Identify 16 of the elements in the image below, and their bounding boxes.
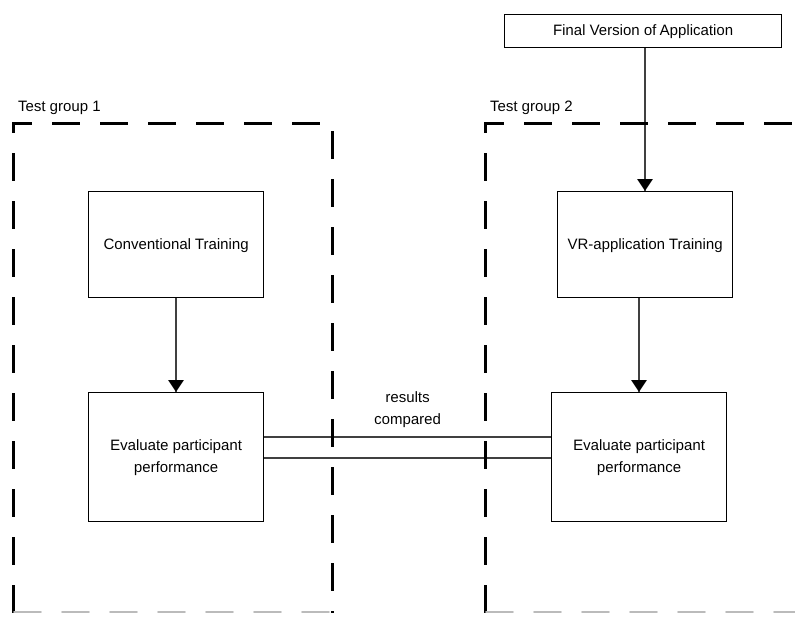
group-label: Test group 2: [490, 97, 573, 117]
process-box: [504, 14, 782, 48]
arrow: [637, 48, 653, 191]
process-box: [551, 392, 727, 522]
connector-line: [263, 436, 552, 459]
box-text: Final Version of Application: [552, 21, 734, 41]
arrow: [631, 298, 647, 392]
box-text: Evaluate participant performance: [109, 436, 243, 478]
group-label: Test group 1: [18, 97, 101, 117]
process-box: [88, 191, 264, 298]
box-text: VR-application Training: [567, 234, 723, 254]
process-box: [88, 392, 264, 522]
box-text: Evaluate participant performance: [572, 436, 706, 478]
arrow: [168, 298, 184, 392]
process-box: [557, 191, 733, 298]
box-text: Conventional Training: [103, 234, 249, 254]
